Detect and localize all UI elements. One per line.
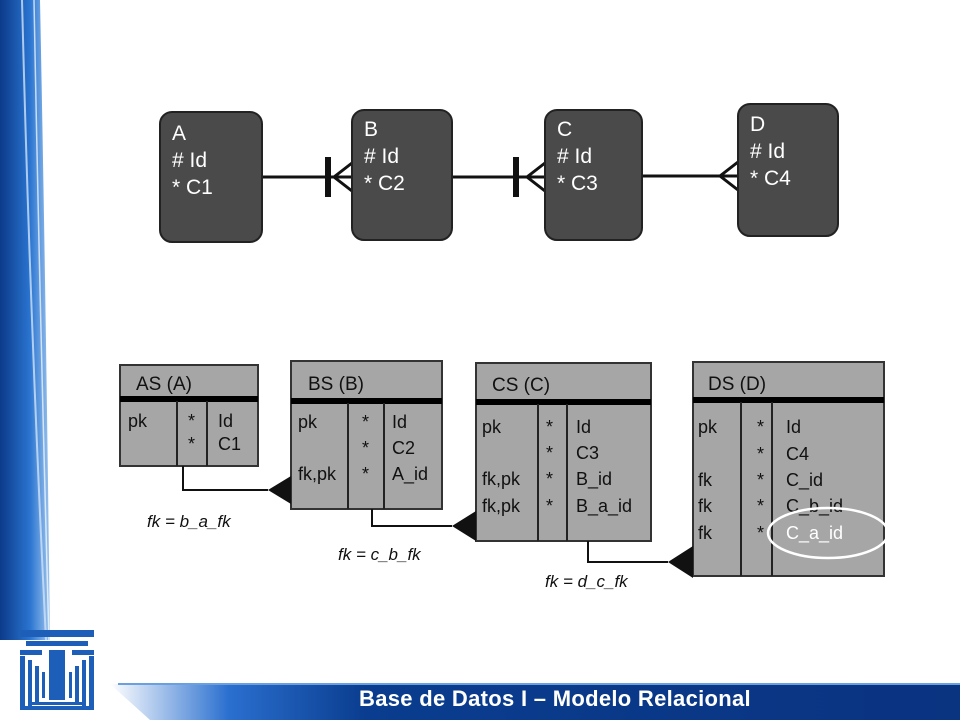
- table-req: *: [362, 464, 369, 484]
- table-key: pk: [482, 417, 502, 437]
- fk-arrowhead: [452, 511, 476, 541]
- table-col: Id: [392, 412, 407, 432]
- table-col: B_a_id: [576, 496, 632, 517]
- table-req: *: [757, 496, 764, 516]
- entity-attr: * C4: [750, 167, 791, 190]
- table-col: C3: [576, 443, 599, 463]
- er-entity-a: A # Id * C1: [159, 111, 263, 243]
- entity-attr: # Id: [750, 140, 785, 163]
- er-relationships: [262, 157, 739, 197]
- table-key: pk: [128, 411, 148, 431]
- fk-arrowhead: [268, 476, 291, 504]
- table-key: fk: [698, 470, 713, 490]
- table-req: *: [546, 496, 553, 516]
- table-req: *: [546, 443, 553, 463]
- table-key: pk: [298, 412, 318, 432]
- entity-attr: # Id: [364, 145, 399, 168]
- entity-attr: * C2: [364, 172, 405, 195]
- table-col: C_b_id: [786, 496, 843, 517]
- table-req: *: [757, 417, 764, 437]
- table-req: *: [757, 470, 764, 490]
- entity-name: D: [750, 113, 765, 136]
- highlight-ellipse: [766, 506, 890, 560]
- entity-name: B: [364, 118, 378, 141]
- table-req: *: [188, 411, 195, 431]
- table-req: *: [362, 438, 369, 458]
- table-req: *: [546, 469, 553, 489]
- table-cs: CS (C) pk fk,pk fk,pk * * * * Id C3 B_id…: [475, 362, 652, 542]
- institution-logo: [20, 630, 94, 710]
- table-bs: BS (B) pk fk,pk * * * Id C2 A_id: [290, 360, 443, 510]
- table-title: BS (B): [308, 374, 364, 395]
- er-diagram: A # Id * C1 B # Id * C2 C # Id * C3 D # …: [119, 103, 890, 591]
- entity-attr: # Id: [557, 145, 592, 168]
- table-key: fk,pk: [482, 469, 521, 489]
- table-ds: DS (D) pk fk fk fk * * * * * Id C4 C_id …: [692, 361, 890, 577]
- entity-attr: * C3: [557, 172, 598, 195]
- footer-title: Base de Datos I – Modelo Relacional: [359, 686, 751, 711]
- table-req: *: [188, 434, 195, 454]
- er-entity-b: B # Id * C2: [351, 109, 453, 241]
- table-col: C1: [218, 434, 241, 454]
- fk-label: fk = b_a_fk: [147, 512, 232, 531]
- fk-arrowheads: [268, 476, 693, 578]
- table-col: A_id: [392, 464, 428, 485]
- table-req: *: [757, 523, 764, 543]
- entity-name: C: [557, 118, 572, 141]
- footer-bar: [110, 683, 960, 720]
- table-col: C4: [786, 444, 809, 464]
- fk-arrowhead: [668, 546, 693, 578]
- table-title: DS (D): [708, 374, 766, 395]
- table-key: fk: [698, 523, 713, 543]
- fk-label: fk = c_b_fk: [338, 545, 422, 564]
- table-col: Id: [786, 417, 801, 437]
- entity-attr: # Id: [172, 149, 207, 172]
- table-title: AS (A): [136, 374, 192, 395]
- er-entity-d: D # Id * C4: [737, 103, 839, 237]
- table-col: Id: [576, 417, 591, 437]
- table-key: fk,pk: [298, 464, 337, 484]
- table-col: C_a_id: [786, 523, 843, 544]
- left-decorative-band: [0, 0, 50, 640]
- fk-connectors: [182, 466, 668, 563]
- table-req: *: [362, 412, 369, 432]
- table-key: fk: [698, 496, 713, 516]
- entity-attr: * C1: [172, 176, 213, 199]
- table-col: C_id: [786, 470, 823, 491]
- table-key: fk,pk: [482, 496, 521, 516]
- table-col: Id: [218, 411, 233, 431]
- entity-name: A: [172, 122, 186, 145]
- table-req: *: [546, 417, 553, 437]
- table-col: C2: [392, 438, 415, 458]
- table-as: AS (A) pk * * Id C1: [119, 364, 259, 467]
- er-entity-c: C # Id * C3: [544, 109, 643, 241]
- table-title: CS (C): [492, 375, 550, 396]
- table-col: B_id: [576, 469, 612, 490]
- table-key: pk: [698, 417, 718, 437]
- table-req: *: [757, 444, 764, 464]
- fk-label: fk = d_c_fk: [545, 572, 629, 591]
